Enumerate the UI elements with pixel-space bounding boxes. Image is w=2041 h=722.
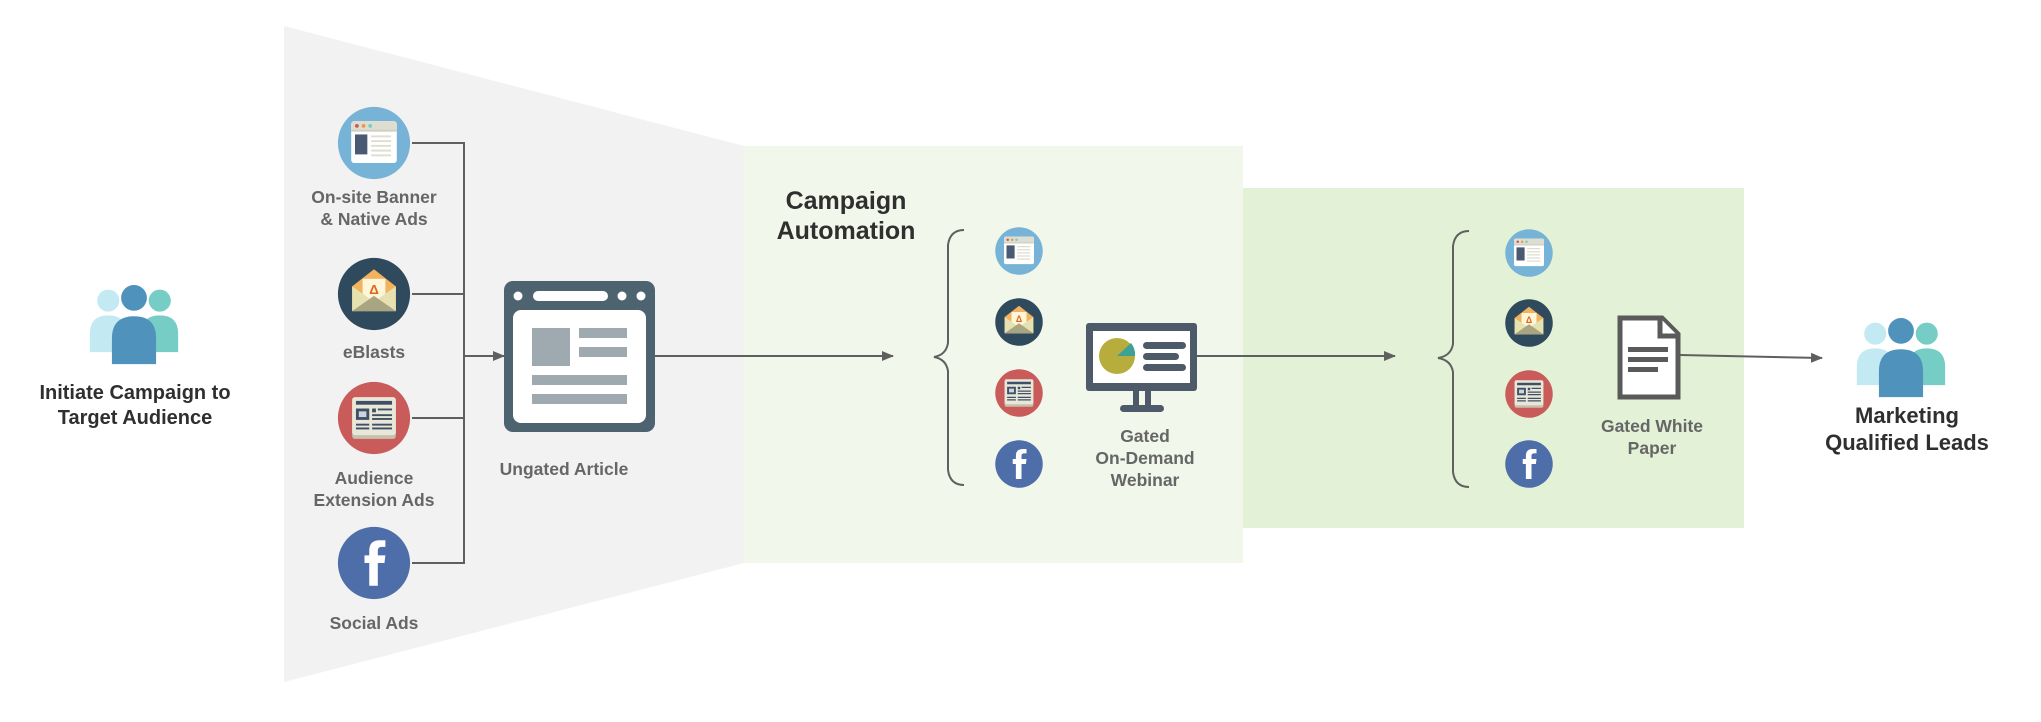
stage1-eblasts-icon <box>995 298 1043 346</box>
channel-eblasts-label-line-1: eBlasts <box>342 342 406 362</box>
ungated-article-label: Ungated Article <box>500 458 629 480</box>
channel-social-label: Social Ads <box>330 612 419 634</box>
channel-social-icon <box>337 526 411 600</box>
stage2-audience-icon <box>1505 370 1553 418</box>
article-window-icon <box>504 281 655 432</box>
stage2-eblasts-icon <box>1505 299 1553 347</box>
campaign-automation-title-line-2: Automation <box>776 217 916 245</box>
channel-eblasts-label: eBlasts <box>343 341 405 363</box>
webinar-label: Gated On-Demand Webinar <box>1095 425 1194 491</box>
arrow-to-leads <box>1679 352 1823 363</box>
webinar-label-line-2: On-Demand <box>1095 448 1195 468</box>
channel-connectors <box>412 142 465 564</box>
monitor-chart-icon <box>1086 323 1197 412</box>
end-label-line-2: Qualified Leads <box>1825 430 1989 455</box>
stage1-banner-icon <box>995 227 1043 275</box>
channel-eblasts-icon <box>337 257 411 331</box>
end-label: Marketing Qualified Leads <box>1825 402 1989 456</box>
document-icon <box>1617 315 1681 400</box>
channel-banner-icon <box>337 106 411 180</box>
start-label-line-2: Target Audience <box>57 407 213 429</box>
campaign-automation-title: Campaign Automation <box>777 186 916 246</box>
channel-audience-label: Audience Extension Ads <box>314 467 435 511</box>
stage2-banner-icon <box>1505 229 1553 277</box>
brace-stage-1 <box>933 229 965 486</box>
channel-audience-label-line-2: Extension Ads <box>313 490 435 510</box>
end-label-line-1: Marketing <box>1855 403 1959 428</box>
start-audience-people-icon <box>89 285 179 365</box>
channel-banner-label-line-1: On-site Banner <box>311 187 437 207</box>
start-label-line-1: Initiate Campaign to <box>39 382 231 404</box>
white-paper-label: Gated White Paper <box>1601 415 1703 459</box>
campaign-automation-title-line-1: Campaign <box>785 187 907 215</box>
white-paper-label-line-1: Gated White <box>1600 416 1704 436</box>
start-label: Initiate Campaign to Target Audience <box>39 381 230 431</box>
channel-audience-label-line-1: Audience <box>334 468 414 488</box>
channel-audience-icon <box>337 381 411 455</box>
marketing-qualified-leads-people-icon <box>1856 318 1946 398</box>
webinar-label-line-1: Gated <box>1120 426 1170 446</box>
channel-banner-label: On-site Banner & Native Ads <box>311 186 436 230</box>
brace-stage-2 <box>1437 230 1470 488</box>
ungated-article-label-text: Ungated Article <box>499 459 629 479</box>
stage1-audience-icon <box>995 369 1043 417</box>
webinar-label-line-3: Webinar <box>1110 470 1180 490</box>
channel-banner-label-line-2: & Native Ads <box>320 209 428 229</box>
stage2-social-icon <box>1505 440 1553 488</box>
stage1-social-icon <box>995 440 1043 488</box>
channel-social-label-line-1: Social Ads <box>329 613 419 633</box>
white-paper-label-line-2: Paper <box>1627 438 1677 458</box>
